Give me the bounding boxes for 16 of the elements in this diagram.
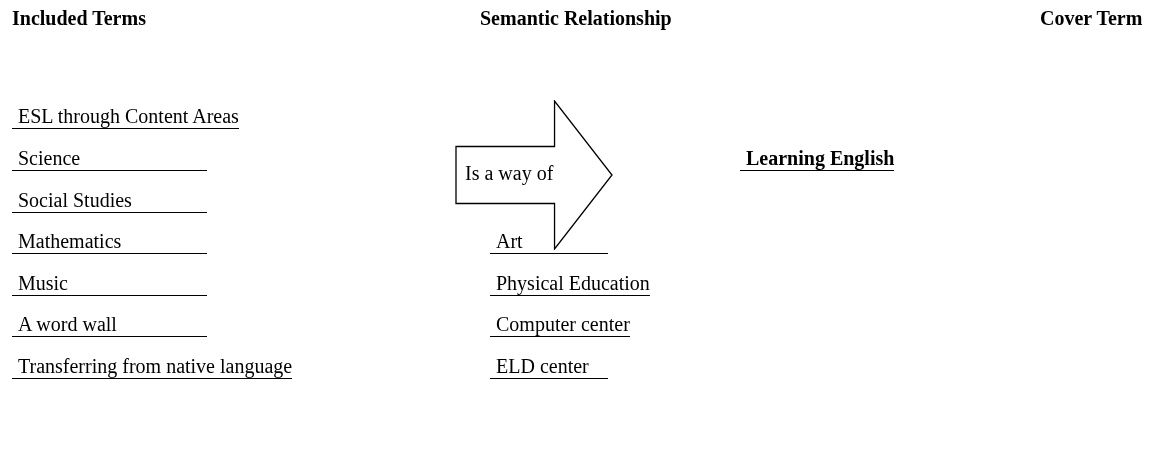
term-text: ESL through Content Areas: [12, 104, 239, 129]
cover-term-text: Learning English: [740, 146, 895, 171]
term-text: ELD center: [490, 354, 608, 379]
arrow-shape: [455, 100, 613, 250]
term-text: Mathematics: [12, 229, 207, 254]
term-text: Music: [12, 271, 207, 296]
column-heading: Semantic Relationship: [480, 6, 672, 30]
term-text: Transferring from native language: [12, 354, 293, 379]
column-heading: Cover Term: [1040, 6, 1143, 30]
term-text: A word wall: [12, 312, 207, 337]
term-text: Social Studies: [12, 188, 207, 213]
relationship-text: Is a way of: [465, 161, 554, 185]
column-heading: Included Terms: [12, 6, 146, 30]
term-text: Physical Education: [490, 271, 650, 296]
term-text: Science: [12, 146, 207, 171]
term-text: Computer center: [490, 312, 630, 337]
